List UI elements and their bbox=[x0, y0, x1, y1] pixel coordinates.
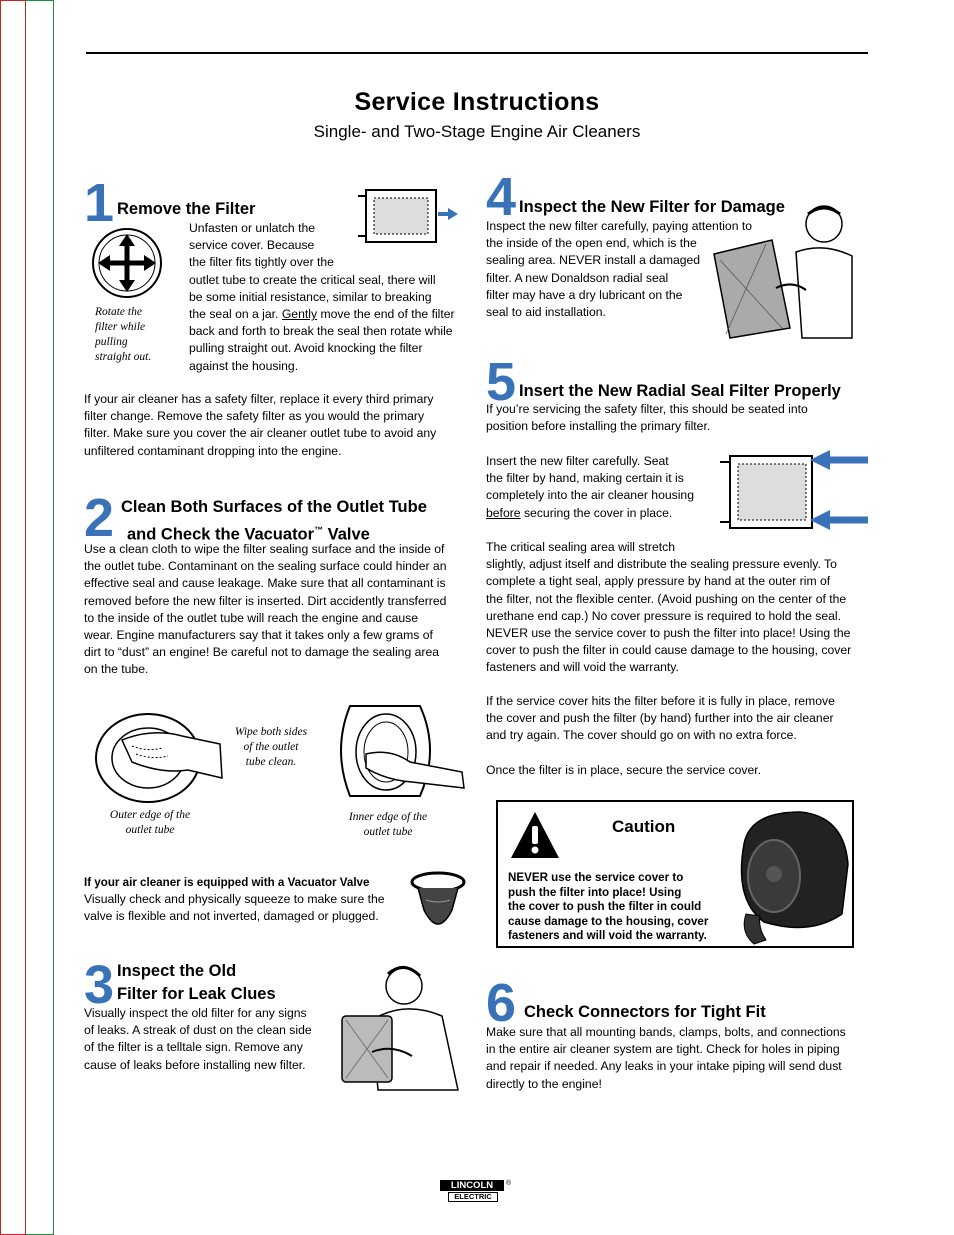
lincoln-electric-logo: LINCOLN ® ELECTRIC bbox=[440, 1180, 511, 1204]
step-6-heading: Check Connectors for Tight Fit bbox=[524, 1003, 766, 1021]
step-6-body: Make sure that all mounting bands, clamp… bbox=[486, 1025, 846, 1091]
step-5-intro: If you’re servicing the safety filter, t… bbox=[486, 402, 808, 434]
step-1-heading: Remove the Filter bbox=[117, 200, 256, 218]
step-1-body: Unfasten or unlatch the service cover. B… bbox=[189, 221, 455, 373]
step-5-cover-text: If the service cover hits the filter bef… bbox=[486, 694, 835, 743]
step-5-heading: Insert the New Radial Seal Filter Proper… bbox=[519, 382, 841, 400]
outer-edge-wipe-illustration bbox=[95, 713, 223, 803]
person-inspecting-new-filter-illustration bbox=[713, 205, 853, 339]
step-1-number: 1 bbox=[84, 173, 115, 233]
step-1-safety-filter-text: If your air cleaner has a safety filter,… bbox=[84, 392, 437, 458]
step-3-heading: Inspect the Old Filter for Leak Clues bbox=[117, 962, 276, 1003]
warning-triangle-icon bbox=[511, 812, 559, 858]
inner-edge-wipe-illustration bbox=[340, 705, 465, 797]
step-4-heading: Inspect the New Filter for Damage bbox=[519, 198, 785, 216]
filter-seating-illustration bbox=[720, 450, 868, 530]
caution-title: Caution bbox=[612, 817, 676, 836]
page-title: Service Instructions bbox=[354, 88, 600, 116]
rotate-arrows-illustration bbox=[92, 228, 162, 298]
step-3-number: 3 bbox=[84, 955, 115, 1015]
step-5-insert-text: Insert the new filter carefully. Seat th… bbox=[486, 454, 694, 520]
step-5-sealing-text: The critical sealing area will stretch s… bbox=[486, 540, 852, 675]
caution-text: NEVER use the service cover to push the … bbox=[508, 871, 709, 942]
person-inspecting-old-filter-illustration bbox=[341, 966, 459, 1091]
air-cleaner-housing-illustration bbox=[740, 811, 849, 945]
vacuator-valve-text: If your air cleaner is equipped with a V… bbox=[84, 876, 385, 924]
step-6-number: 6 bbox=[486, 973, 517, 1033]
left-margin-red-bar bbox=[0, 0, 26, 1235]
caution-box bbox=[496, 800, 854, 948]
vacuator-valve-icon bbox=[410, 871, 466, 925]
step-2-heading: Clean Both Surfaces of the Outlet Tube a… bbox=[121, 498, 427, 544]
page-subtitle: Single- and Two-Stage Engine Air Cleaner… bbox=[313, 122, 641, 141]
filter-housing-illustration bbox=[358, 189, 458, 243]
step-2-number: 2 bbox=[84, 488, 115, 548]
step-5-number: 5 bbox=[486, 352, 517, 412]
step-5-final-text: Once the filter is in place, secure the … bbox=[486, 763, 762, 777]
step-4-number: 4 bbox=[486, 167, 517, 227]
top-rule bbox=[86, 52, 868, 54]
step-3-body: Visually inspect the old filter for any … bbox=[84, 1006, 312, 1072]
left-margin-green-bar bbox=[26, 0, 54, 1235]
step-4-body: Inspect the new filter carefully, paying… bbox=[486, 219, 753, 320]
step-2-body: Use a clean cloth to wipe the filter sea… bbox=[84, 542, 447, 677]
